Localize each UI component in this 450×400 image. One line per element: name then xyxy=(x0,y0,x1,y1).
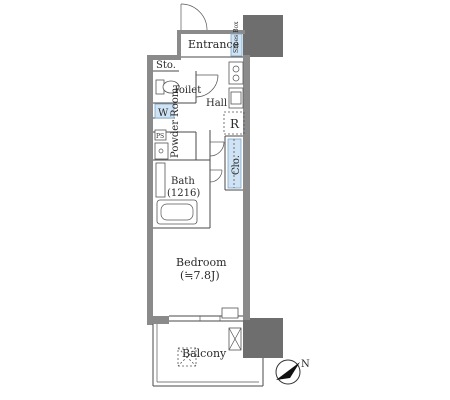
label-ps: PS xyxy=(156,133,164,140)
balcony xyxy=(152,324,264,387)
compass-north-label: N xyxy=(301,359,310,370)
toilet-door xyxy=(195,74,219,98)
entrance-door xyxy=(180,3,208,31)
wall-bottom-left xyxy=(147,316,169,324)
balcony-sliding-door xyxy=(169,307,243,322)
sink xyxy=(154,142,169,160)
compass: N xyxy=(275,359,310,385)
refrigerator-space xyxy=(223,111,245,135)
label-storage: Sto. xyxy=(156,60,176,71)
label-bath: Bath xyxy=(171,176,195,187)
label-powder-room: Powder Room xyxy=(170,87,181,158)
bath-door xyxy=(209,169,223,183)
label-balcony: Balcony xyxy=(182,347,227,360)
wall-entrance-top xyxy=(178,30,245,34)
label-washer: W xyxy=(158,108,169,119)
structural-column-bottom xyxy=(243,318,283,358)
walls xyxy=(147,15,283,358)
label-toilet: Toilet xyxy=(173,85,201,96)
label-bedroom: Bedroom xyxy=(176,256,227,269)
ps-box xyxy=(154,129,167,141)
label-entrance: Entrance xyxy=(188,38,239,51)
wall-left xyxy=(147,55,153,325)
evacuation-hatch xyxy=(177,347,197,367)
label-bath-size: (1216) xyxy=(167,188,200,199)
label-hall: Hall xyxy=(206,98,227,109)
label-refrigerator: R xyxy=(230,117,240,131)
wall-right xyxy=(243,55,250,320)
label-bedroom-size: (≒7.8J) xyxy=(180,269,220,282)
powder-room-door xyxy=(209,141,225,157)
closet xyxy=(227,138,242,189)
shoes-box xyxy=(230,33,243,57)
compass-needle-icon xyxy=(276,362,300,380)
label-shoes-box: Shoes Box xyxy=(233,21,240,53)
washer xyxy=(154,103,175,119)
toilet-fixture xyxy=(155,79,180,95)
structural-column-top xyxy=(243,15,283,57)
bath-fixtures xyxy=(155,162,198,225)
wall-entrance-left xyxy=(177,30,181,57)
kitchen-fixtures xyxy=(228,61,244,109)
wall-top-left xyxy=(147,55,181,60)
label-closet: Clo. xyxy=(231,155,242,175)
